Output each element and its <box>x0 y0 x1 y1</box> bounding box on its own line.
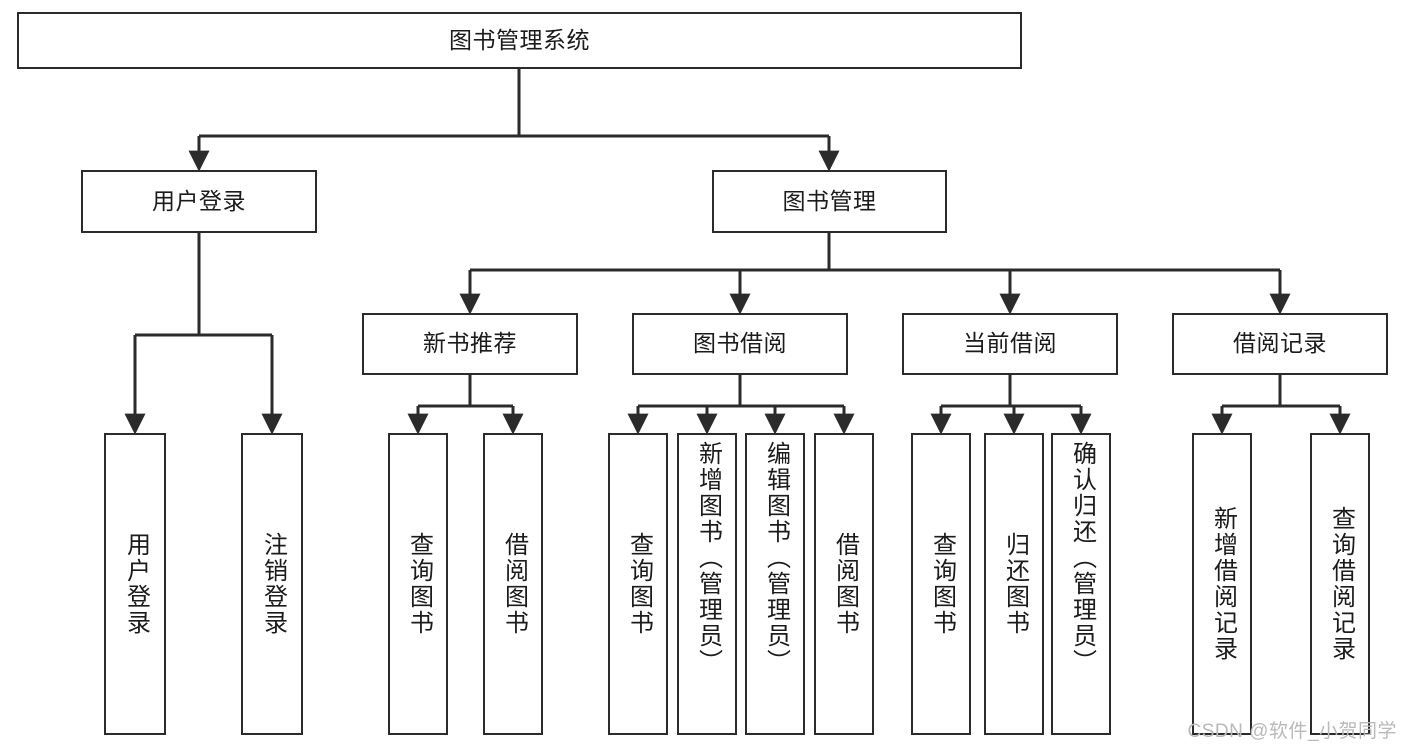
node-new-book-rec-label: 新书推荐 <box>423 330 517 357</box>
node-leaf-query-book-3[interactable]: 查询图书 <box>911 433 971 735</box>
node-leaf-add-book[interactable]: 新增图书（管理员） <box>677 433 737 735</box>
csdn-watermark: CSDN @软件_小贺同学 <box>1187 721 1397 742</box>
node-leaf-return-book-label: 归还图书 <box>1001 532 1029 636</box>
node-leaf-borrow-book-1-label: 借阅图书 <box>500 532 528 636</box>
node-user-login[interactable]: 用户登录 <box>81 170 317 233</box>
node-book-borrow-label: 图书借阅 <box>693 330 787 357</box>
node-leaf-query-book-3-label: 查询图书 <box>928 532 956 636</box>
node-book-manage-label: 图书管理 <box>782 187 877 214</box>
node-leaf-query-record-label: 查询借阅记录 <box>1327 506 1355 662</box>
node-leaf-borrow-book-2-label: 借阅图书 <box>831 532 859 636</box>
node-leaf-query-book-2-label: 查询图书 <box>625 532 653 636</box>
node-leaf-borrow-book-1[interactable]: 借阅图书 <box>483 433 543 735</box>
node-root-label: 图书管理系统 <box>449 26 590 53</box>
node-leaf-confirm-return[interactable]: 确认归还（管理员） <box>1051 433 1111 735</box>
node-user-login-label: 用户登录 <box>152 187 246 214</box>
node-leaf-edit-book[interactable]: 编辑图书（管理员） <box>745 433 805 735</box>
node-leaf-edit-book-label: 编辑图书（管理员） <box>762 441 790 675</box>
node-leaf-add-record[interactable]: 新增借阅记录 <box>1192 433 1252 735</box>
node-leaf-add-book-label: 新增图书（管理员） <box>694 441 722 675</box>
node-leaf-add-record-label: 新增借阅记录 <box>1209 506 1237 662</box>
node-current-borrow[interactable]: 当前借阅 <box>902 313 1118 375</box>
node-new-book-rec[interactable]: 新书推荐 <box>362 313 578 375</box>
node-leaf-query-book-1-label: 查询图书 <box>405 532 433 636</box>
node-current-borrow-label: 当前借阅 <box>963 330 1057 357</box>
node-leaf-borrow-book-2[interactable]: 借阅图书 <box>814 433 874 735</box>
node-leaf-user-login[interactable]: 用户登录 <box>104 433 166 735</box>
node-book-borrow[interactable]: 图书借阅 <box>632 313 848 375</box>
node-leaf-query-record[interactable]: 查询借阅记录 <box>1310 433 1370 735</box>
node-root[interactable]: 图书管理系统 <box>17 12 1022 69</box>
node-leaf-logout[interactable]: 注销登录 <box>241 433 303 735</box>
tree-edges <box>124 69 1351 435</box>
node-leaf-query-book-1[interactable]: 查询图书 <box>388 433 448 735</box>
node-leaf-return-book[interactable]: 归还图书 <box>984 433 1044 735</box>
node-leaf-user-login-label: 用户登录 <box>122 532 150 636</box>
node-book-manage[interactable]: 图书管理 <box>712 170 947 233</box>
node-leaf-logout-label: 注销登录 <box>259 532 287 636</box>
node-borrow-record[interactable]: 借阅记录 <box>1172 313 1388 375</box>
node-leaf-confirm-return-label: 确认归还（管理员） <box>1068 441 1096 675</box>
node-borrow-record-label: 借阅记录 <box>1233 330 1327 357</box>
node-leaf-query-book-2[interactable]: 查询图书 <box>608 433 668 735</box>
